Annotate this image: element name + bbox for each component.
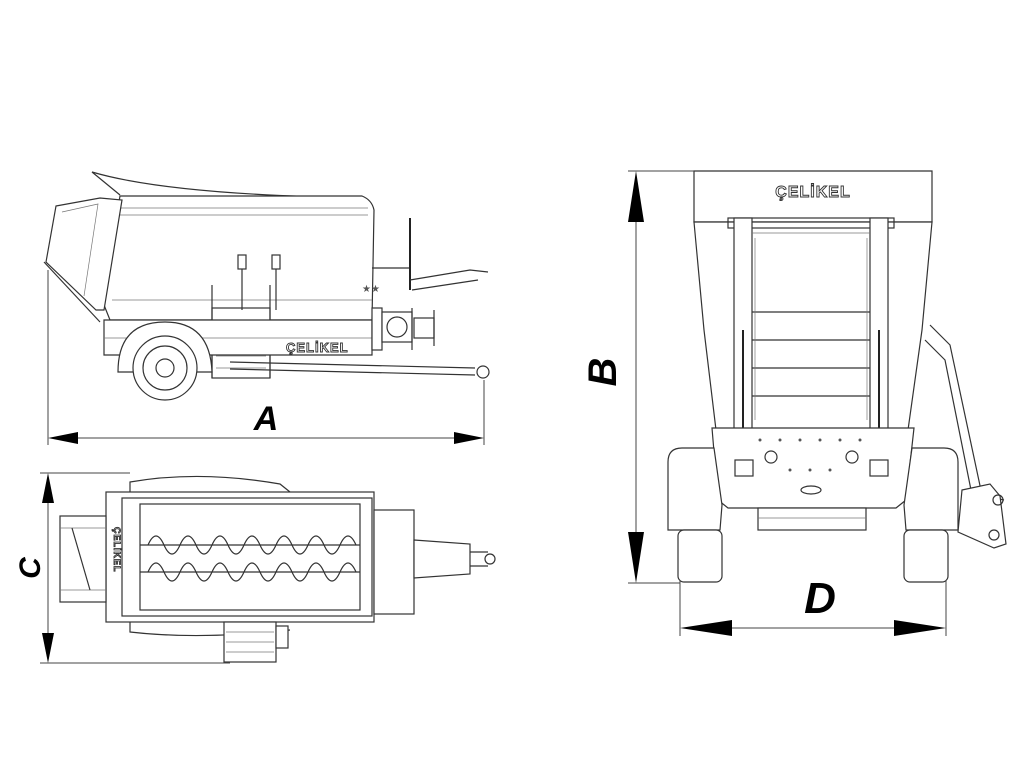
- dimension-b: B: [581, 170, 694, 584]
- dimension-c: C: [14, 472, 230, 664]
- brand-logo-top: ÇELİKEL: [112, 527, 122, 573]
- top-view: ÇELİKEL: [59, 475, 496, 663]
- side-view: ÇELİKEL ★★: [43, 171, 490, 401]
- dimension-d: D: [679, 574, 947, 636]
- dimension-label-d: D: [804, 574, 836, 623]
- rear-view: ÇELİKEL: [667, 170, 1007, 583]
- dimension-label-b: B: [581, 358, 625, 387]
- brand-logo-side: ÇELİKEL: [286, 340, 349, 355]
- brand-logo-rear: ÇELİKEL: [775, 183, 850, 201]
- dimension-label-a: A: [253, 400, 279, 438]
- dimension-a: A: [47, 270, 485, 445]
- svg-text:★★: ★★: [362, 284, 380, 295]
- dimension-label-c: C: [14, 556, 47, 579]
